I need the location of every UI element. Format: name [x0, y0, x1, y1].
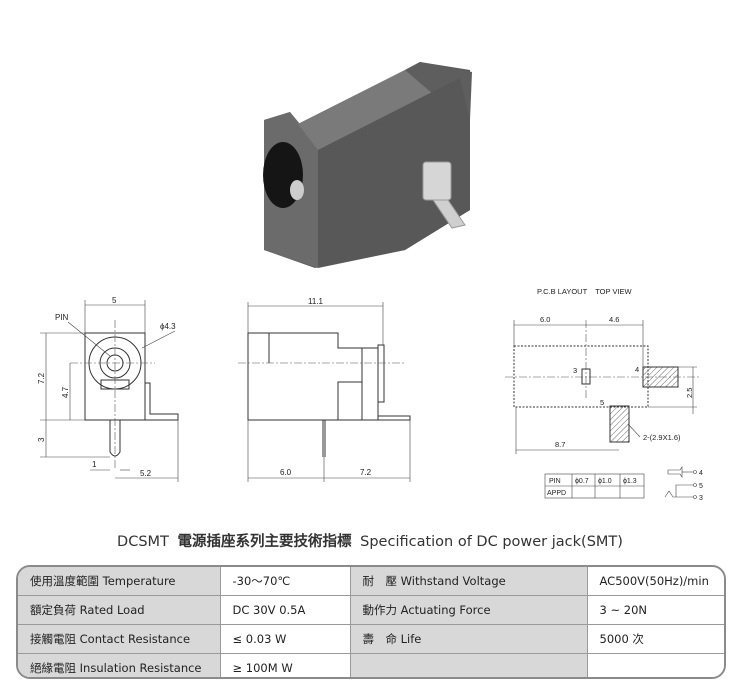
- svg-text:ϕ0.7: ϕ0.7: [575, 478, 589, 485]
- spec-title: DCSMT 電源插座系列主要技術指標 Specification of DC p…: [0, 530, 740, 551]
- pcb-dim-left: 6.0: [540, 315, 550, 324]
- spec-table: 使用溫度範圍 Temperature -30～70℃ 耐 壓 Withstand…: [16, 565, 726, 679]
- pin-label: PIN: [55, 313, 69, 322]
- model-name: DCSMT: [117, 534, 169, 550]
- pad-size-label: 2-(2.9X1.6): [643, 433, 681, 442]
- pcb-layout-drawing: P.C.B LAYOUT TOP VIEW 3 4 5 6.0 4.6 2.5 …: [505, 287, 703, 502]
- pin-table: PIN ϕ0.7 ϕ1.0 ϕ1.3 APPD: [544, 473, 645, 499]
- spec-label: 接觸電阻 Contact Resistance: [18, 624, 221, 654]
- product-photo: [263, 62, 472, 268]
- dim-left-segment: 6.0: [280, 468, 292, 477]
- dim-right-segment: 7.2: [360, 468, 372, 477]
- table-row: 絕緣電阻 Insulation Resistance ≥ 100M W: [18, 653, 724, 677]
- spec-label: 壽 命 Life: [349, 624, 588, 654]
- spec-value: 5000 次: [586, 624, 724, 654]
- pcb-dim-height: 2.5: [685, 388, 694, 398]
- svg-text:APPD: APPD: [547, 490, 566, 497]
- spec-value: AC500V(50Hz)/min: [586, 567, 724, 596]
- pcb-dim-right: 4.6: [609, 315, 619, 324]
- spec-value: DC 30V 0.5A: [219, 595, 351, 625]
- svg-text:4: 4: [699, 470, 703, 477]
- table-row: 使用溫度範圍 Temperature -30～70℃ 耐 壓 Withstand…: [18, 567, 724, 596]
- pin-schematic: 4 5 3: [664, 466, 703, 502]
- svg-text:3: 3: [699, 495, 703, 502]
- spec-value: -30～70℃: [219, 567, 351, 596]
- pad5-label: 5: [600, 398, 604, 407]
- svg-text:PIN: PIN: [549, 478, 561, 485]
- table-row: 額定負荷 Rated Load DC 30V 0.5A 動作力 Actuatin…: [18, 595, 724, 625]
- side-view-drawing: 11.1 6.0 7.2: [238, 297, 411, 482]
- pad4-label: 4: [635, 365, 639, 374]
- spec-label: 動作力 Actuating Force: [349, 595, 588, 625]
- table-row: 接觸電阻 Contact Resistance ≤ 0.03 W 壽 命 Lif…: [18, 624, 724, 654]
- dim-pin-length: 3: [37, 437, 46, 442]
- spec-label: 使用溫度範圍 Temperature: [18, 567, 221, 596]
- svg-text:5: 5: [699, 483, 703, 490]
- spec-value: 3 ~ 20N: [586, 595, 724, 625]
- pad3-label: 3: [573, 366, 577, 375]
- dim-pin-width: 1: [92, 460, 97, 469]
- dim-lug: 5.2: [140, 469, 152, 478]
- spec-label: 耐 壓 Withstand Voltage: [349, 567, 588, 596]
- spec-label: [349, 653, 588, 677]
- spec-value: ≤ 0.03 W: [219, 624, 351, 654]
- svg-text:ϕ1.3: ϕ1.3: [623, 478, 637, 485]
- front-view-drawing: 5 PIN ϕ4.3 7.2 4.7 3 1 5.2: [37, 296, 179, 482]
- dim-diameter: ϕ4.3: [160, 322, 176, 331]
- pcb-title: P.C.B LAYOUT TOP VIEW: [537, 287, 633, 296]
- spec-label: 額定負荷 Rated Load: [18, 595, 221, 625]
- title-english: Specification of DC power jack(SMT): [360, 534, 623, 550]
- pcb-dim-bottom: 8.7: [555, 440, 565, 449]
- spec-value: [586, 653, 724, 677]
- dim-width: 5: [112, 296, 117, 305]
- dim-length: 11.1: [308, 297, 324, 306]
- title-chinese: 電源插座系列主要技術指標: [177, 534, 352, 550]
- spec-value: ≥ 100M W: [219, 653, 351, 677]
- dim-height: 7.2: [37, 372, 46, 384]
- spec-label: 絕緣電阻 Insulation Resistance: [18, 653, 221, 677]
- dim-center: 4.7: [61, 386, 70, 398]
- svg-text:ϕ1.0: ϕ1.0: [598, 478, 612, 485]
